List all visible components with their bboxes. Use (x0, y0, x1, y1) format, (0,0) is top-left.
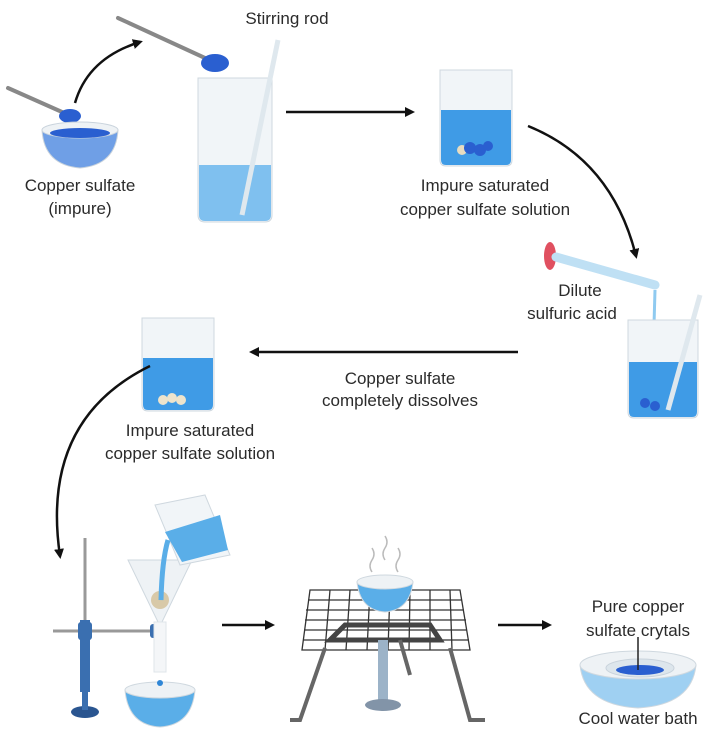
cool-water-bath-illustration (579, 637, 697, 709)
arrow-step3-to-4 (527, 124, 640, 259)
label-impure-solution-2-line1: Impure saturated (126, 421, 255, 440)
arrow-step5-to-6 (54, 364, 151, 559)
label-cool-water-bath: Cool water bath (578, 709, 697, 728)
label-impure-solution-1-line2: copper sulfate solution (400, 200, 570, 219)
arrow-step1-to-2 (73, 39, 143, 104)
label-stirring-rod: Stirring rod (245, 9, 328, 28)
beaker-stirring-illustration (116, 16, 281, 223)
beaker-impure-solution-illustration (439, 69, 513, 167)
label-dissolves-line1: Copper sulfate (345, 369, 456, 388)
label-dilute-acid-line1: Dilute (558, 281, 601, 300)
label-copper-sulfate-line2: (impure) (48, 199, 111, 218)
evaporation-illustration (290, 535, 485, 722)
filtration-illustration (53, 494, 231, 728)
label-pure-crystals-line1: Pure copper (592, 597, 685, 616)
label-dissolves-line2: completely dissolves (322, 391, 478, 410)
label-dilute-acid-line2: sulfuric acid (527, 304, 617, 323)
process-arrows (54, 39, 640, 630)
bowl-copper-sulfate-illustration (6, 86, 119, 169)
label-pure-crystals-line2: sulfate crytals (586, 621, 690, 640)
label-impure-solution-1-line1: Impure saturated (421, 176, 550, 195)
label-copper-sulfate-line1: Copper sulfate (25, 176, 136, 195)
label-impure-solution-2-line2: copper sulfate solution (105, 444, 275, 463)
beaker-dilute-acid-illustration (544, 242, 703, 419)
beaker-impure-solution-2-illustration (141, 317, 215, 412)
